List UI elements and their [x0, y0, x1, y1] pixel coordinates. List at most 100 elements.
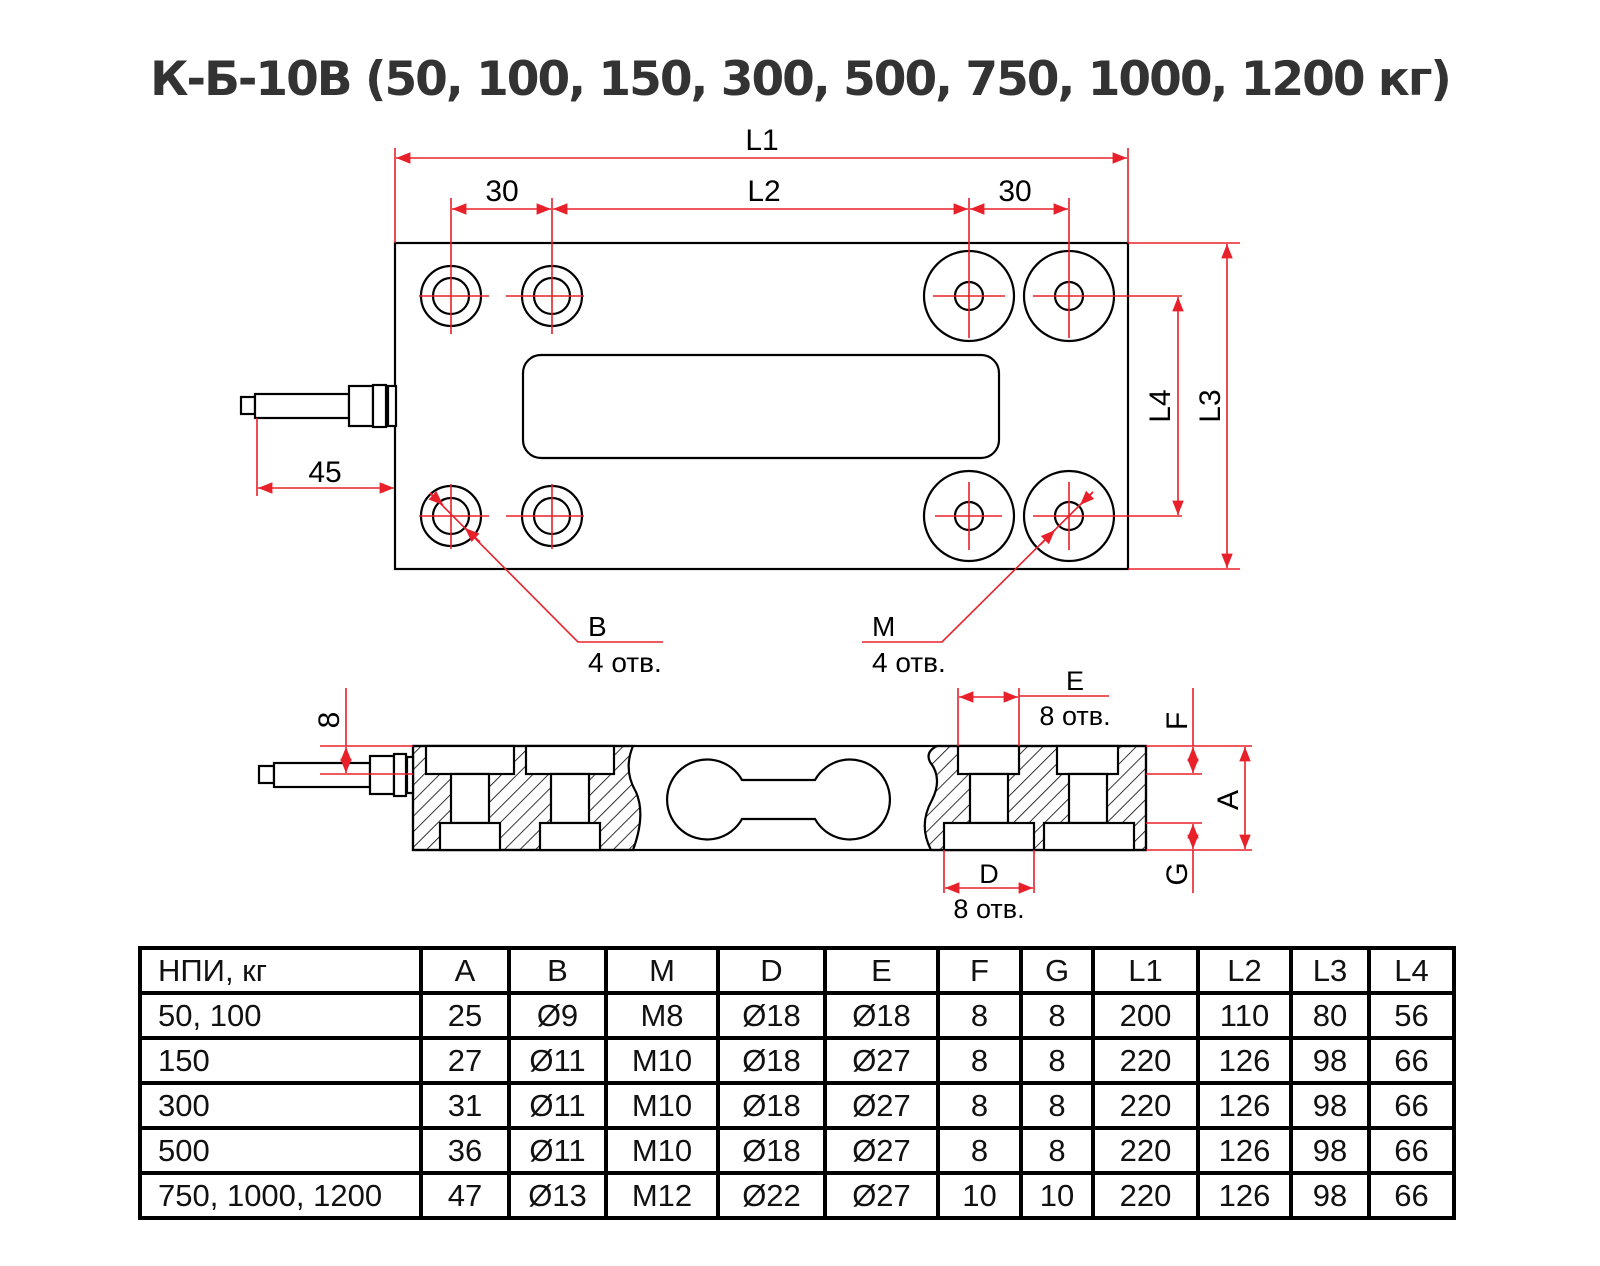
dim-label-f: F [1161, 712, 1194, 730]
table-cell: Ø27 [823, 1036, 940, 1085]
table-cell: 80 [1289, 991, 1371, 1040]
table-cell: 300 [138, 1081, 423, 1130]
table-cell: 8 [936, 1081, 1023, 1130]
dim-l2: 30 L2 30 [450, 175, 1070, 265]
table-cell: Ø11 [507, 1081, 608, 1130]
dim-label-30-left: 30 [485, 175, 518, 208]
table-header-cell: L1 [1091, 946, 1200, 995]
drawing-title: К-Б-10В (50, 100, 150, 300, 500, 750, 10… [150, 52, 1452, 107]
table-cell: 98 [1289, 1171, 1371, 1220]
table-cell: Ø11 [507, 1126, 608, 1175]
table-cell: 8 [1019, 1036, 1095, 1085]
table-cell: 8 [936, 1126, 1023, 1175]
table-cell: Ø27 [823, 1126, 940, 1175]
table-cell: M10 [604, 1036, 720, 1085]
cable-top [239, 383, 398, 429]
table-header-cell: M [604, 946, 720, 995]
table-cell: Ø18 [716, 1126, 827, 1175]
counterbores-left [424, 744, 616, 852]
dim-label-8: 8 [313, 712, 346, 729]
table-cell: 200 [1091, 991, 1200, 1040]
table-cell: 220 [1091, 1126, 1200, 1175]
table-header-cell: D [716, 946, 827, 995]
table-cell: Ø18 [716, 1036, 827, 1085]
table-cell: M10 [604, 1081, 720, 1130]
table-header-cell: G [1019, 946, 1095, 995]
table-cell: 56 [1367, 991, 1456, 1040]
dim-label-e: E [1066, 666, 1084, 696]
table-cell: Ø18 [716, 991, 827, 1040]
table-header-cell: L2 [1196, 946, 1293, 995]
callout-m-label: M [872, 611, 895, 642]
dim-l3: L3 [1128, 242, 1240, 570]
table-cell: 8 [1019, 991, 1095, 1040]
table-cell: 220 [1091, 1081, 1200, 1130]
table-cell: 150 [138, 1036, 423, 1085]
table-cell: 10 [936, 1171, 1023, 1220]
table-cell: 500 [138, 1126, 423, 1175]
table-cell: 126 [1196, 1126, 1293, 1175]
table-cell: 8 [936, 1036, 1023, 1085]
table-cell: 31 [419, 1081, 511, 1130]
table-cell: Ø22 [716, 1171, 827, 1220]
dim-e: E 8 отв. [957, 666, 1111, 746]
callout-b: B 4 отв. [428, 491, 663, 678]
table-cell: 66 [1367, 1171, 1456, 1220]
dim-l4: L4 [1144, 297, 1184, 515]
dim-cable-height: 8 [313, 688, 413, 775]
dim-label-a: A [1212, 790, 1245, 810]
dim-cable-offset: 45 [256, 418, 394, 496]
callout-b-label: B [588, 611, 607, 642]
table-cell: Ø18 [823, 991, 940, 1040]
table-cell: 36 [419, 1126, 511, 1175]
table-cell: Ø11 [507, 1036, 608, 1085]
center-lines [419, 254, 1182, 550]
table-header-cell: B [507, 946, 608, 995]
table-cell: 25 [419, 991, 511, 1040]
callout-b-note: 4 отв. [588, 647, 662, 678]
center-slot [521, 353, 1001, 460]
table-cell: 66 [1367, 1081, 1456, 1130]
table-cell: 98 [1289, 1126, 1371, 1175]
top-view: L1 30 L2 30 45 L3 L4 [239, 124, 1240, 678]
dim-label-45: 45 [308, 456, 341, 489]
table-cell: 98 [1289, 1036, 1371, 1085]
table-cell: 126 [1196, 1081, 1293, 1130]
table-header-cell: E [823, 946, 940, 995]
dim-label-d: D [979, 859, 999, 889]
table-cell: 110 [1196, 991, 1293, 1040]
table-cell: 98 [1289, 1081, 1371, 1130]
table-cell: 8 [1019, 1126, 1095, 1175]
table-cell: Ø27 [823, 1081, 940, 1130]
table-cell: M10 [604, 1126, 720, 1175]
table-cell: 47 [419, 1171, 511, 1220]
dim-label-l4: L4 [1144, 389, 1177, 422]
side-view: 8 E 8 отв. D 8 отв. F A G [257, 666, 1252, 924]
dumbbell-cutout [665, 758, 892, 841]
table-header-cell: A [419, 946, 511, 995]
table-header-cell: L3 [1289, 946, 1371, 995]
dim-label-g: G [1161, 862, 1194, 885]
table-cell: Ø27 [823, 1171, 940, 1220]
dim-label-l1: L1 [745, 124, 778, 157]
table-cell: 126 [1196, 1171, 1293, 1220]
table-cell: M8 [604, 991, 720, 1040]
table-cell: 750, 1000, 1200 [138, 1171, 423, 1220]
table-cell: 66 [1367, 1036, 1456, 1085]
table-cell: 50, 100 [138, 991, 423, 1040]
callout-m: M 4 отв. [862, 490, 1095, 678]
dim-l1: L1 [394, 124, 1129, 243]
table-cell: 66 [1367, 1126, 1456, 1175]
table-header-cell: L4 [1367, 946, 1456, 995]
table-cell: 8 [1019, 1081, 1095, 1130]
table-header-cell: НПИ, кг [138, 946, 423, 995]
dim-d: D 8 отв. [943, 850, 1035, 924]
table-cell: 126 [1196, 1036, 1293, 1085]
table-cell: 8 [936, 991, 1023, 1040]
